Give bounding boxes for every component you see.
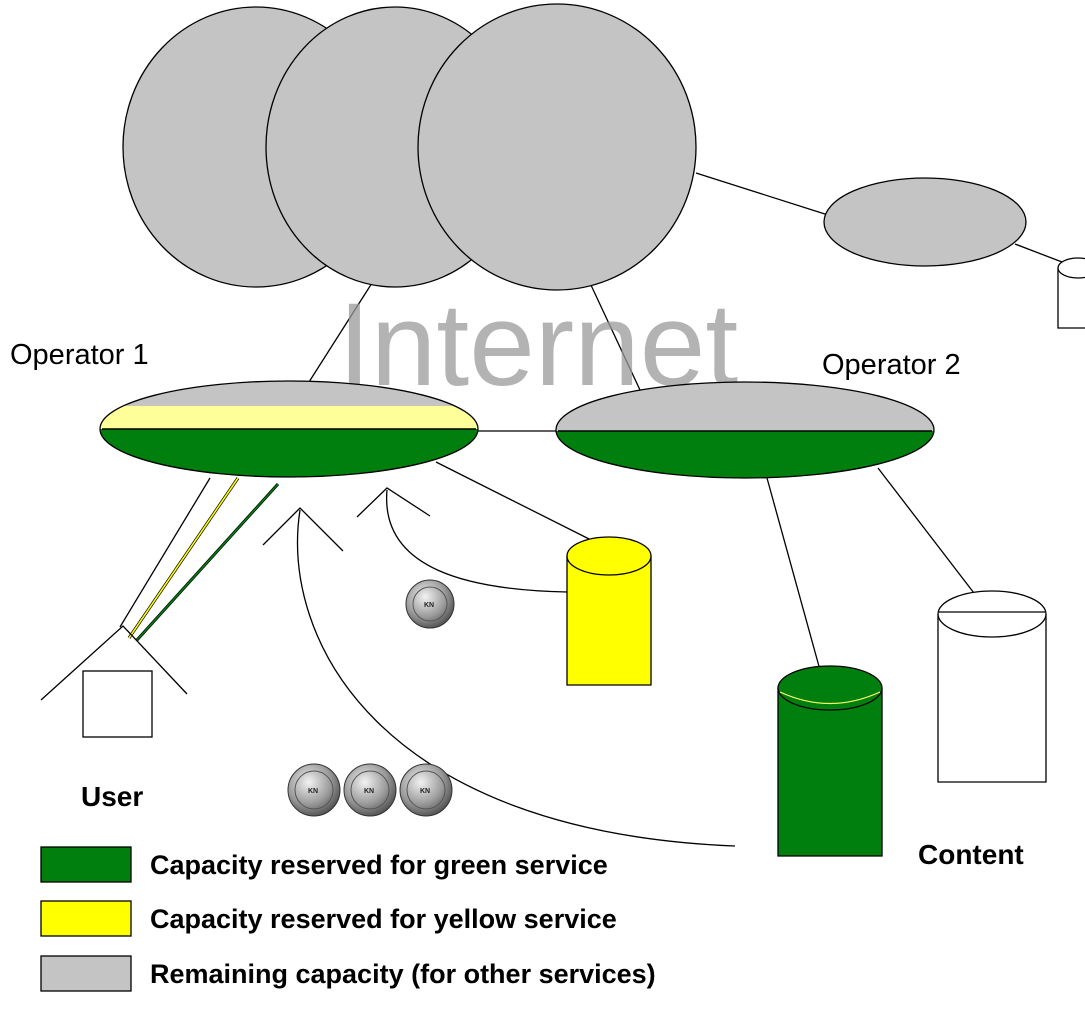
arrow-head-operator1 [262, 507, 344, 552]
user-house-icon [40, 625, 188, 738]
link-internet-small-cloud [695, 172, 829, 216]
legend-swatch-yellow [40, 900, 132, 937]
internet-clouds [122, 3, 697, 291]
link-op2-content-server [877, 467, 978, 598]
arrow-content-to-operator1 [296, 509, 736, 847]
legend-label-green: Capacity reserved for green service [150, 850, 608, 880]
connection-lines [308, 172, 1063, 671]
legend-swatch-green [40, 846, 132, 883]
coin-icon: KN [399, 763, 453, 817]
coin-icon: KN [405, 579, 455, 629]
legend-item-gray: Remaining capacity (for other services) [40, 955, 656, 992]
coin-glyph: KN [364, 788, 374, 795]
operator1-label: Operator 1 [10, 339, 149, 371]
coin-icons-triple: KN KN KN [287, 763, 453, 817]
coin-icon: KN [343, 763, 397, 817]
legend-item-green: Capacity reserved for green service [40, 846, 608, 883]
coin-glyph: KN [308, 788, 318, 795]
content-label: Content [918, 839, 1024, 870]
user-access-lines [119, 477, 280, 642]
link-op2-green-server [766, 477, 821, 671]
legend-label-gray: Remaining capacity (for other services) [150, 959, 656, 989]
legend-label-yellow: Capacity reserved for yellow service [150, 904, 617, 934]
green-service-server-icon [777, 665, 883, 857]
coin-glyph: KN [424, 602, 434, 609]
link-internet-op2 [589, 282, 641, 391]
remote-server-icon [1057, 257, 1085, 329]
payment-flow-arrows [262, 487, 736, 847]
link-small-cloud-server [1014, 243, 1063, 263]
coin-icons-single: KN [405, 579, 455, 629]
legend-item-yellow: Capacity reserved for yellow service [40, 900, 617, 937]
coin-icon: KN [287, 763, 341, 817]
user-label: User [81, 781, 143, 812]
content-server-icon [937, 590, 1047, 783]
link-internet-op1 [308, 282, 373, 383]
internet-cloud-right [417, 3, 697, 291]
legend-swatch-gray [40, 955, 132, 992]
link-op1-yellow-server [435, 461, 604, 547]
coin-glyph: KN [420, 788, 430, 795]
yellow-service-server-icon [566, 536, 652, 686]
remote-network-cloud [823, 177, 1027, 267]
arrow-head-yellow [356, 487, 431, 518]
legend: Capacity reserved for green service Capa… [40, 846, 656, 992]
arrow-yellow-server-to-operator1 [386, 489, 568, 593]
operator2-label: Operator 2 [822, 349, 961, 381]
